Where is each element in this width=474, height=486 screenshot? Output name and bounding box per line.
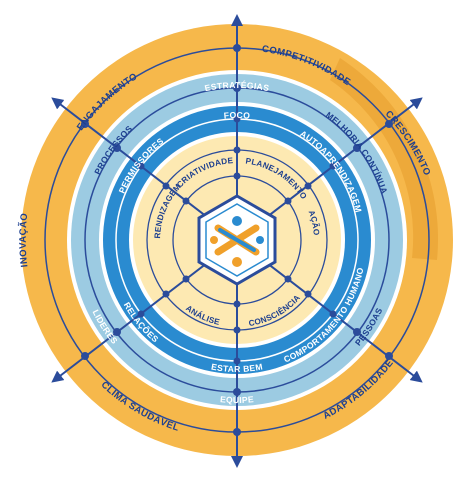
label-foco: FOCO <box>223 110 250 121</box>
node-dots <box>81 44 393 436</box>
label-estar-bem: ESTAR BEM <box>210 361 263 374</box>
label-inovacao: INOVAÇÃO <box>18 212 31 267</box>
people-hexagon-icon <box>197 194 277 286</box>
label-estrategias: ESTRATÉGIAS <box>204 80 270 93</box>
label-equipe: EQUIPE <box>220 394 255 405</box>
